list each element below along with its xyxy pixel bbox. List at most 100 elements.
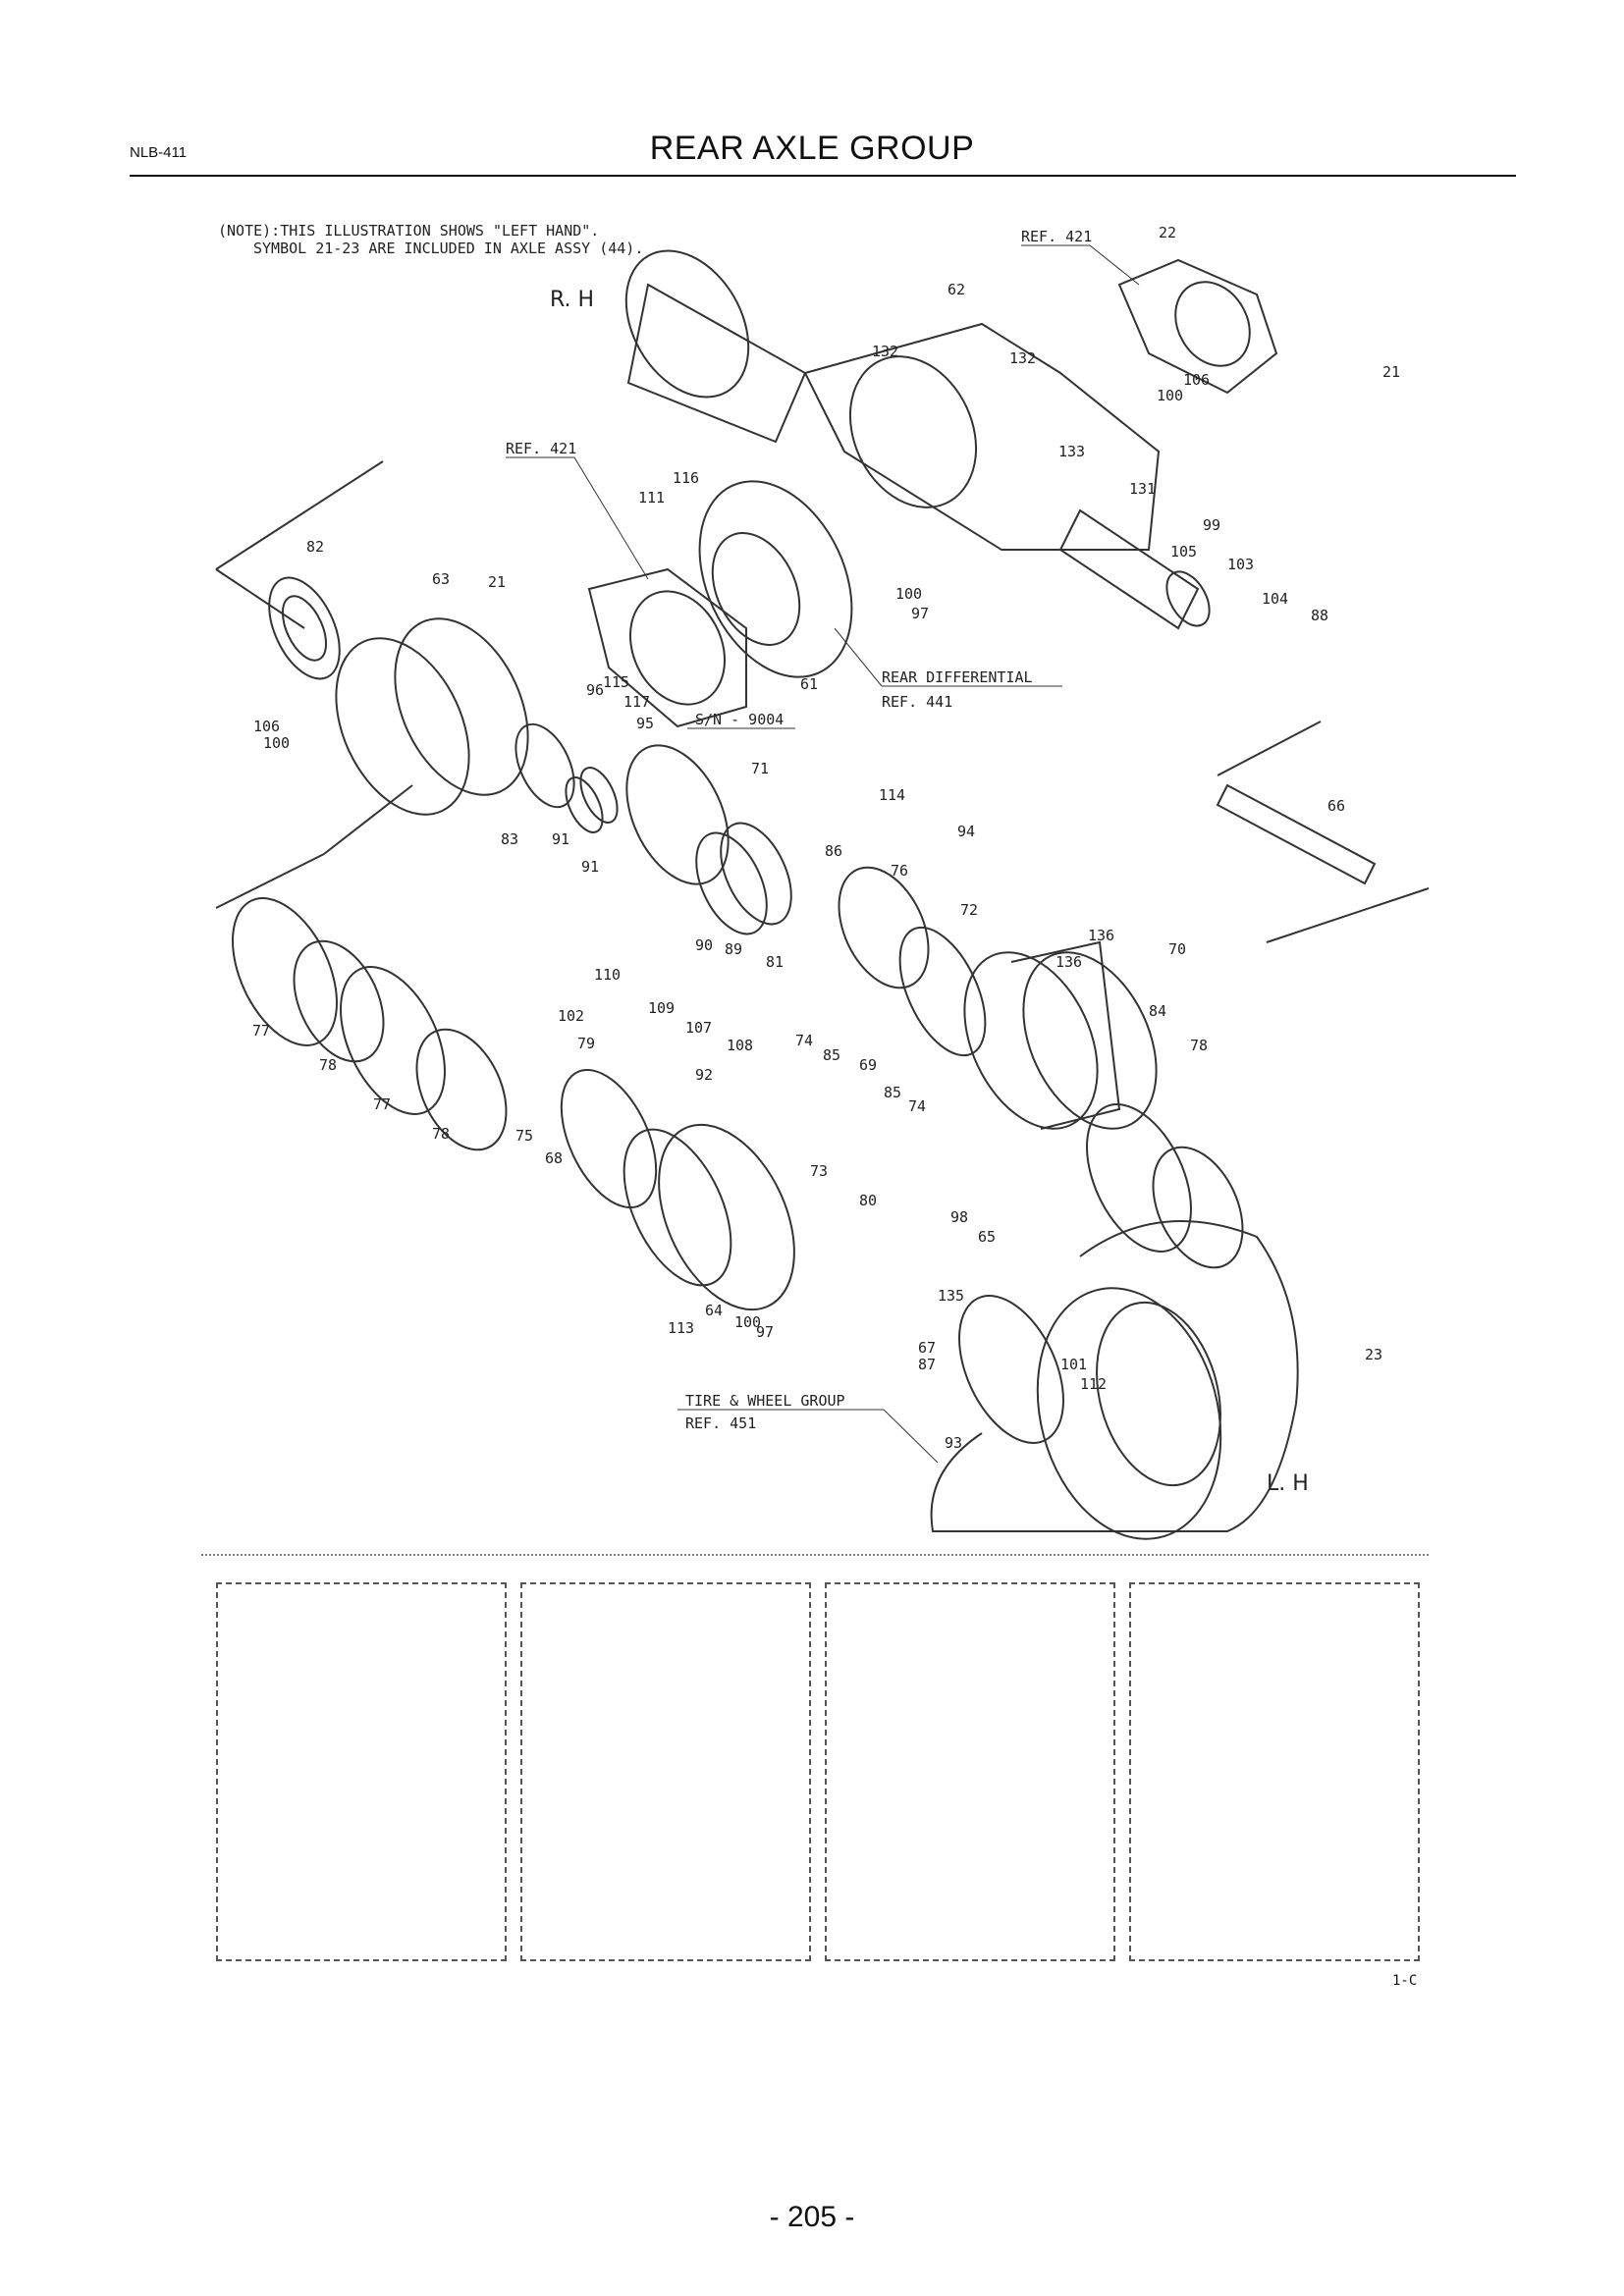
callout: 80 bbox=[859, 1192, 877, 1209]
callout: 132 bbox=[872, 343, 898, 360]
callout: 90 bbox=[695, 936, 713, 954]
callout: 100 bbox=[895, 585, 922, 603]
callout: 21 bbox=[1382, 363, 1400, 381]
callout: 106 bbox=[1183, 371, 1210, 389]
callout: 100 bbox=[263, 734, 290, 752]
callout: 78 bbox=[432, 1125, 450, 1143]
callout: 136 bbox=[1088, 927, 1114, 944]
callout: 77 bbox=[373, 1095, 391, 1113]
callout: 98 bbox=[950, 1208, 968, 1226]
callout: 72 bbox=[960, 901, 978, 919]
left-hand-label: L. H bbox=[1267, 1471, 1309, 1496]
callout: 114 bbox=[879, 786, 905, 804]
callout: 63 bbox=[432, 570, 450, 588]
callout: 99 bbox=[1203, 516, 1220, 534]
callout: 100 bbox=[734, 1313, 761, 1331]
callout: 75 bbox=[515, 1127, 533, 1145]
callout: 23 bbox=[1365, 1346, 1382, 1363]
rear-differential-ref: REF. 441 bbox=[882, 693, 952, 711]
callout: 135 bbox=[938, 1287, 964, 1305]
callout-labels: 22 62 132 132 21 106 100 133 116 111 131… bbox=[252, 224, 1400, 1452]
callout: 112 bbox=[1080, 1375, 1107, 1393]
ref-left-label: REF. 421 bbox=[506, 440, 576, 457]
callout: 132 bbox=[1009, 349, 1036, 367]
callout: 62 bbox=[947, 281, 965, 298]
figure-number: 1-C bbox=[1392, 1973, 1418, 1989]
callout: 79 bbox=[577, 1035, 595, 1052]
callout: 91 bbox=[581, 858, 599, 876]
callout: 67 bbox=[918, 1339, 936, 1357]
callout: 81 bbox=[766, 953, 784, 971]
parts-list-box-2 bbox=[520, 1582, 811, 1961]
tire-wheel-label: TIRE & WHEEL GROUP bbox=[685, 1392, 845, 1410]
callout: 69 bbox=[859, 1056, 877, 1074]
callout: 105 bbox=[1170, 543, 1197, 561]
callout: 71 bbox=[751, 760, 769, 777]
callout: 74 bbox=[908, 1097, 926, 1115]
callout: 83 bbox=[501, 830, 518, 848]
callout: 102 bbox=[558, 1007, 584, 1025]
callout: 76 bbox=[891, 862, 908, 880]
callout: 85 bbox=[884, 1084, 901, 1101]
callout: 97 bbox=[911, 605, 929, 622]
callout: 116 bbox=[673, 469, 699, 487]
callout: 113 bbox=[668, 1319, 694, 1337]
callout: 103 bbox=[1227, 556, 1254, 573]
note-line-2: SYMBOL 21-23 ARE INCLUDED IN AXLE ASSY (… bbox=[253, 240, 643, 257]
callout: 109 bbox=[648, 999, 675, 1017]
callout: 64 bbox=[705, 1302, 723, 1319]
callout: 97 bbox=[756, 1323, 774, 1341]
page-number: - 205 - bbox=[769, 2201, 855, 2233]
callout: 110 bbox=[594, 966, 621, 984]
callout: 136 bbox=[1056, 953, 1082, 971]
note-line-1: (NOTE):THIS ILLUSTRATION SHOWS "LEFT HAN… bbox=[218, 222, 599, 240]
callout: 77 bbox=[252, 1022, 270, 1040]
callout: 104 bbox=[1262, 590, 1288, 608]
callout: 84 bbox=[1149, 1002, 1166, 1020]
callout: 87 bbox=[918, 1356, 936, 1373]
serial-number-label: S/N - 9004 bbox=[695, 711, 784, 728]
parts-list-box-1 bbox=[216, 1582, 507, 1961]
page-title: REAR AXLE GROUP bbox=[649, 130, 975, 167]
callout: 131 bbox=[1129, 480, 1156, 498]
callout: 61 bbox=[800, 675, 818, 693]
callout: 101 bbox=[1060, 1356, 1087, 1373]
document-code: NLB-411 bbox=[130, 144, 188, 161]
callout: 68 bbox=[545, 1149, 563, 1167]
callout: 95 bbox=[636, 715, 654, 732]
callout: 115 bbox=[603, 673, 629, 691]
callout: 94 bbox=[957, 823, 975, 840]
callout: 92 bbox=[695, 1066, 713, 1084]
callout: 85 bbox=[823, 1046, 840, 1064]
rear-differential-label: REAR DIFFERENTIAL bbox=[882, 668, 1033, 686]
header-rule bbox=[130, 175, 1516, 177]
callout: 93 bbox=[945, 1434, 962, 1452]
callout: 66 bbox=[1327, 797, 1345, 815]
callout: 73 bbox=[810, 1162, 828, 1180]
callout: 74 bbox=[795, 1032, 813, 1049]
callout: 107 bbox=[685, 1019, 712, 1037]
right-hand-label: R. H bbox=[550, 288, 594, 312]
section-separator bbox=[201, 1554, 1429, 1556]
callout: 108 bbox=[727, 1037, 753, 1054]
callout: 86 bbox=[825, 842, 842, 860]
callout: 106 bbox=[253, 718, 280, 735]
exploded-parts-diagram: (NOTE):THIS ILLUSTRATION SHOWS "LEFT HAN… bbox=[215, 222, 1430, 1540]
callout: 100 bbox=[1157, 387, 1183, 404]
tire-wheel-ref: REF. 451 bbox=[685, 1415, 756, 1432]
callout: 89 bbox=[725, 940, 742, 958]
callout: 111 bbox=[638, 489, 665, 507]
parts-list-box-3 bbox=[825, 1582, 1115, 1961]
callout: 22 bbox=[1159, 224, 1176, 241]
callout: 78 bbox=[319, 1056, 337, 1074]
callout: 117 bbox=[623, 693, 650, 711]
callout: 88 bbox=[1311, 607, 1328, 624]
callout: 65 bbox=[978, 1228, 996, 1246]
parts-list-box-4 bbox=[1129, 1582, 1420, 1961]
ref-top-label: REF. 421 bbox=[1021, 228, 1092, 245]
callout: 133 bbox=[1058, 443, 1085, 460]
callout: 96 bbox=[586, 681, 604, 699]
callout: 82 bbox=[306, 538, 324, 556]
callout: 70 bbox=[1168, 940, 1186, 958]
callout: 78 bbox=[1190, 1037, 1208, 1054]
